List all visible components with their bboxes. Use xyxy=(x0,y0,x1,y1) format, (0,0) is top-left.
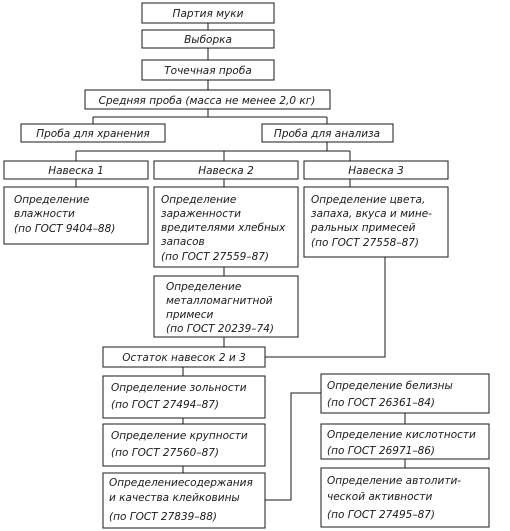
box-infestation-line-2: зараженности xyxy=(161,208,241,220)
connectors xyxy=(75,23,406,501)
box-analysis-sample: Проба для анализа xyxy=(261,123,394,143)
box-moisture-line-1: Определение xyxy=(14,194,89,206)
box-color-line-1: Определение цвета, xyxy=(311,194,425,206)
box-ash-line-1: Определение зольности xyxy=(111,382,247,394)
box-analysis-sample-label: Проба для анализа xyxy=(274,128,380,140)
box-portion-3-label: Навеска 3 xyxy=(348,165,404,177)
box-sampling-label: Выборка xyxy=(184,34,232,46)
box-storage-sample: Проба для хранения xyxy=(20,123,166,143)
box-portion-2: Навеска 2 xyxy=(153,160,299,180)
box-point-sample-label: Точечная проба xyxy=(164,65,252,77)
connector-gluten-whiteness xyxy=(265,392,321,501)
box-portion-1: Навеска 1 xyxy=(3,160,149,180)
box-ash-line-2: (по ГОСТ 27494–87) xyxy=(111,399,219,411)
box-flour-party: Партия муки xyxy=(141,2,275,24)
box-metal-line-4: (по ГОСТ 20239–74) xyxy=(166,323,274,335)
box-whiteness: Определение белизны (по ГОСТ 26361–84) xyxy=(320,373,490,414)
box-color-line-4: (по ГОСТ 27558–87) xyxy=(311,237,419,249)
box-acidity-line-1: Определение кислотности xyxy=(327,429,476,441)
box-metal-line-3: примеси xyxy=(166,309,214,321)
box-infestation-line-1: Определение xyxy=(161,194,236,206)
box-whiteness-line-1: Определение белизны xyxy=(327,380,453,392)
box-metal-line-1: Определение xyxy=(166,281,241,293)
box-autolytic-line-3: (по ГОСТ 27495–87) xyxy=(327,509,435,521)
box-coarseness-line-1: Определение крупности xyxy=(111,430,248,442)
box-moisture-line-3: (по ГОСТ 9404–88) xyxy=(14,223,115,235)
box-autolytic-line-1: Определение автолити- xyxy=(327,475,461,487)
box-sampling: Выборка xyxy=(141,29,275,49)
box-remainder: Остаток навесок 2 и 3 xyxy=(102,346,266,368)
box-color-line-2: запаха, вкуса и мине- xyxy=(311,208,432,220)
box-gluten-line-1: Определениесодержания xyxy=(109,477,253,489)
box-whiteness-line-2: (по ГОСТ 26361–84) xyxy=(327,397,435,409)
box-acidity: Определение кислотности (по ГОСТ 26971–8… xyxy=(320,423,490,460)
box-autolytic-line-2: ческой активности xyxy=(327,491,432,503)
box-coarseness-line-2: (по ГОСТ 27560–87) xyxy=(111,447,219,459)
box-moisture-line-2: влажности xyxy=(14,208,75,220)
box-color-line-3: ральных примесей xyxy=(310,222,416,234)
box-infestation-line-5: (по ГОСТ 27559–87) xyxy=(161,251,269,263)
box-remainder-label: Остаток навесок 2 и 3 xyxy=(122,352,246,364)
box-color-smell-taste: Определение цвета, запаха, вкуса и мине-… xyxy=(303,186,449,258)
box-coarseness: Определение крупности (по ГОСТ 27560–87) xyxy=(102,423,266,467)
box-moisture: Определение влажности (по ГОСТ 9404–88) xyxy=(3,186,149,245)
box-storage-sample-label: Проба для хранения xyxy=(36,128,150,140)
box-infestation-line-3: вредителями хлебных xyxy=(161,222,286,234)
box-point-sample: Точечная проба xyxy=(141,59,275,81)
box-autolytic: Определение автолити- ческой активности … xyxy=(320,467,490,528)
box-average-sample-label: Средняя проба (масса не менее 2,0 кг) xyxy=(99,95,316,107)
box-flour-party-label: Партия муки xyxy=(173,8,244,20)
box-ash: Определение зольности (по ГОСТ 27494–87) xyxy=(102,375,266,419)
box-metal-impurity: Определение металломагнитной примеси (по… xyxy=(153,275,299,338)
box-metal-line-2: металломагнитной xyxy=(166,295,273,307)
box-portion-2-label: Навеска 2 xyxy=(198,165,254,177)
box-infestation-line-4: запасов xyxy=(161,236,205,248)
box-portion-1-label: Навеска 1 xyxy=(48,165,104,177)
box-portion-3: Навеска 3 xyxy=(303,160,449,180)
box-average-sample: Средняя проба (масса не менее 2,0 кг) xyxy=(84,89,331,110)
box-gluten: Определениесодержания и качества клейков… xyxy=(102,472,266,529)
box-infestation: Определение зараженности вредителями хле… xyxy=(153,186,299,268)
box-acidity-line-2: (по ГОСТ 26971–86) xyxy=(327,445,435,457)
box-gluten-line-3: (по ГОСТ 27839–88) xyxy=(109,511,217,523)
box-gluten-line-2: и качества клейковины xyxy=(109,492,240,504)
connector-color-remainder xyxy=(265,257,386,358)
